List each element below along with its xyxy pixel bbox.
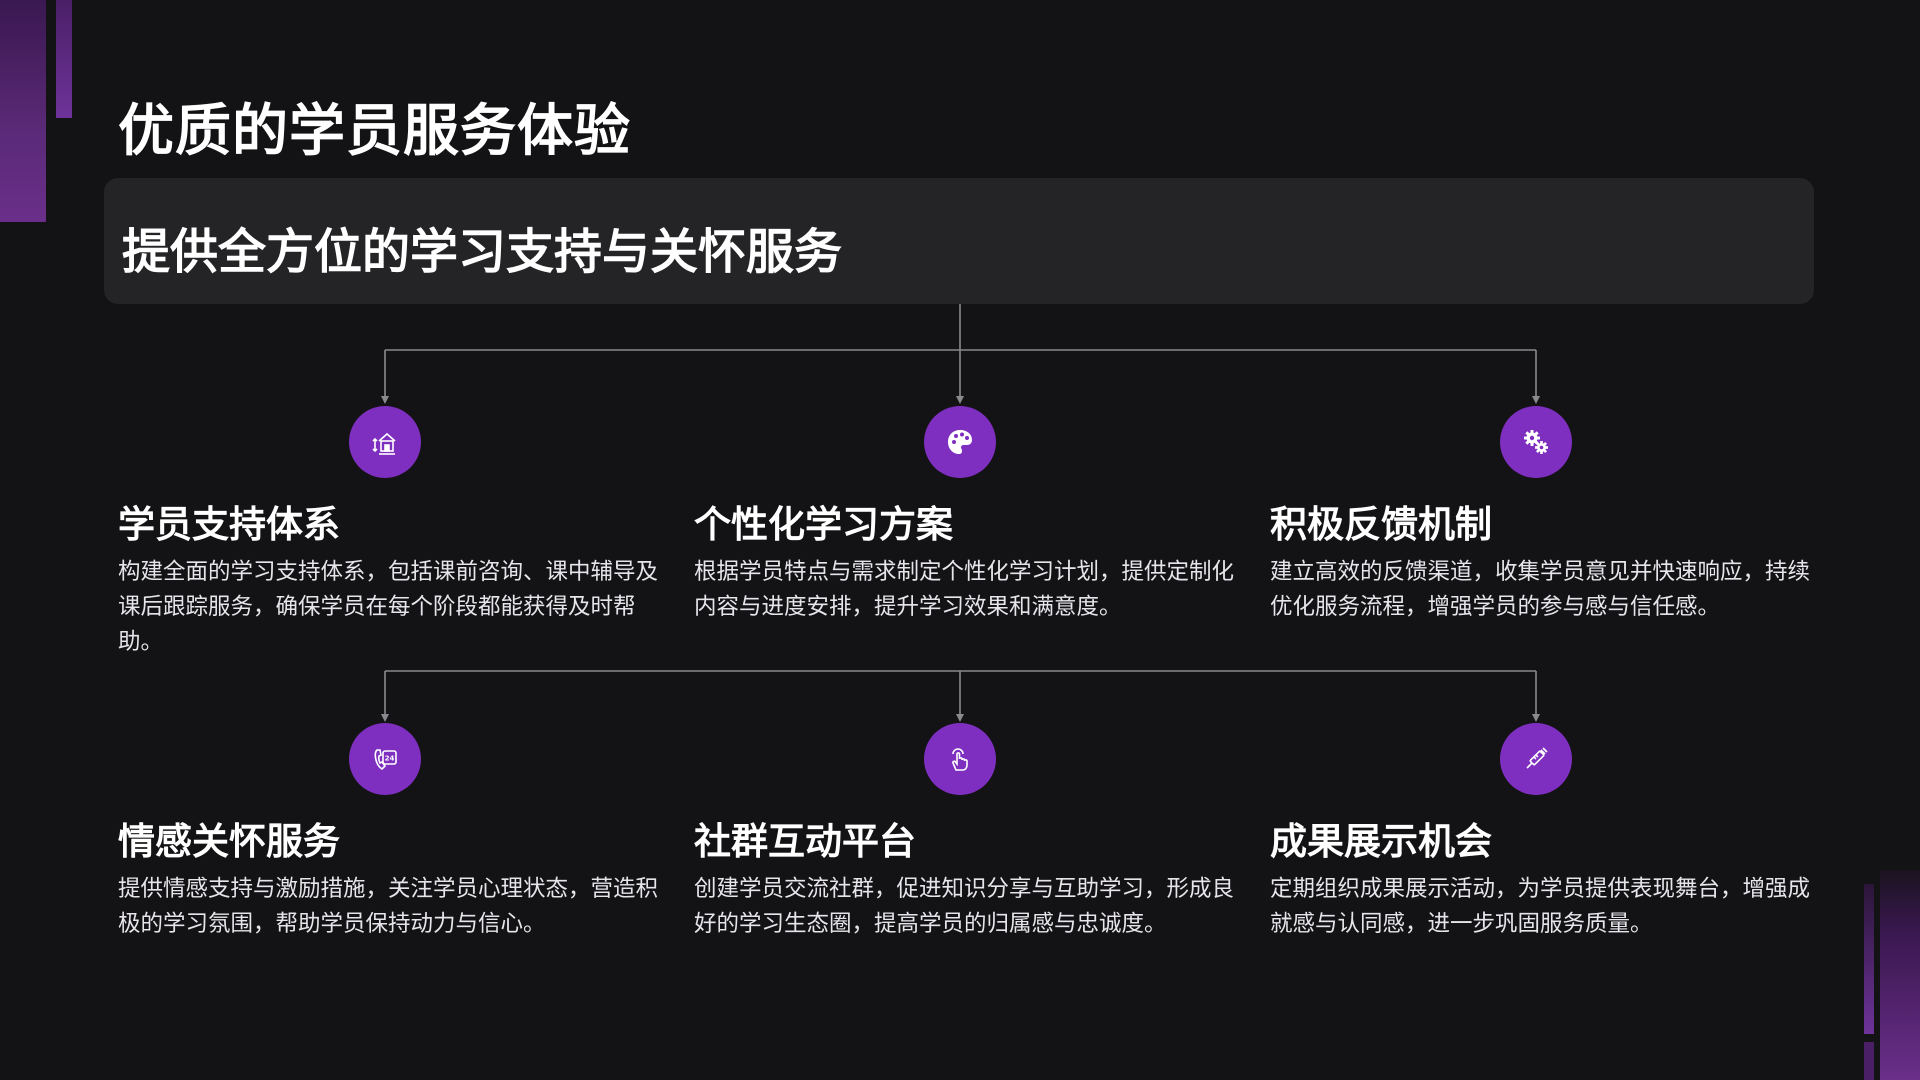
item-title: 个性化学习方案	[694, 503, 953, 546]
item-description: 构建全面的学习支持体系，包括课前咨询、课中辅导及课后跟踪服务，确保学员在每个阶段…	[118, 559, 659, 655]
decorative-bar	[1880, 870, 1920, 1080]
syringe-icon	[1500, 723, 1572, 795]
decorative-bar	[1864, 884, 1874, 1034]
gears-icon	[1500, 406, 1572, 478]
item-title: 情感关怀服务	[118, 820, 340, 863]
item-title: 积极反馈机制	[1270, 503, 1492, 546]
item-description: 建立高效的反馈渠道，收集学员意见并快速响应，持续优化服务流程，增强学员的参与感与…	[1270, 559, 1811, 620]
house-with-arrows-icon	[349, 406, 421, 478]
item-description: 根据学员特点与需求制定个性化学习计划，提供定制化内容与进度安排，提升学习效果和满…	[694, 559, 1235, 620]
decorative-bar	[0, 0, 46, 222]
svg-text:24: 24	[385, 755, 395, 763]
root-banner-text: 提供全方位的学习支持与关怀服务	[122, 224, 843, 280]
item-description: 定期组织成果展示活动，为学员提供表现舞台，增强成就感与认同感，进一步巩固服务质量…	[1270, 876, 1811, 937]
palette-icon	[924, 406, 996, 478]
item-title: 社群互动平台	[694, 820, 916, 863]
decorative-bar	[1864, 1042, 1874, 1080]
page-title: 优质的学员服务体验	[118, 99, 631, 164]
item-description: 提供情感支持与激励措施，关注学员心理状态，营造积极的学习氛围，帮助学员保持动力与…	[118, 876, 659, 937]
item-title: 成果展示机会	[1270, 820, 1492, 863]
item-title: 学员支持体系	[118, 503, 340, 546]
root-banner: 提供全方位的学习支持与关怀服务	[104, 178, 1814, 304]
touch-hand-icon	[924, 723, 996, 795]
decorative-bar	[56, 0, 72, 118]
24-hour-phone-icon: 24	[349, 723, 421, 795]
item-description: 创建学员交流社群，促进知识分享与互助学习，形成良好的学习生态圈，提高学员的归属感…	[694, 876, 1235, 937]
